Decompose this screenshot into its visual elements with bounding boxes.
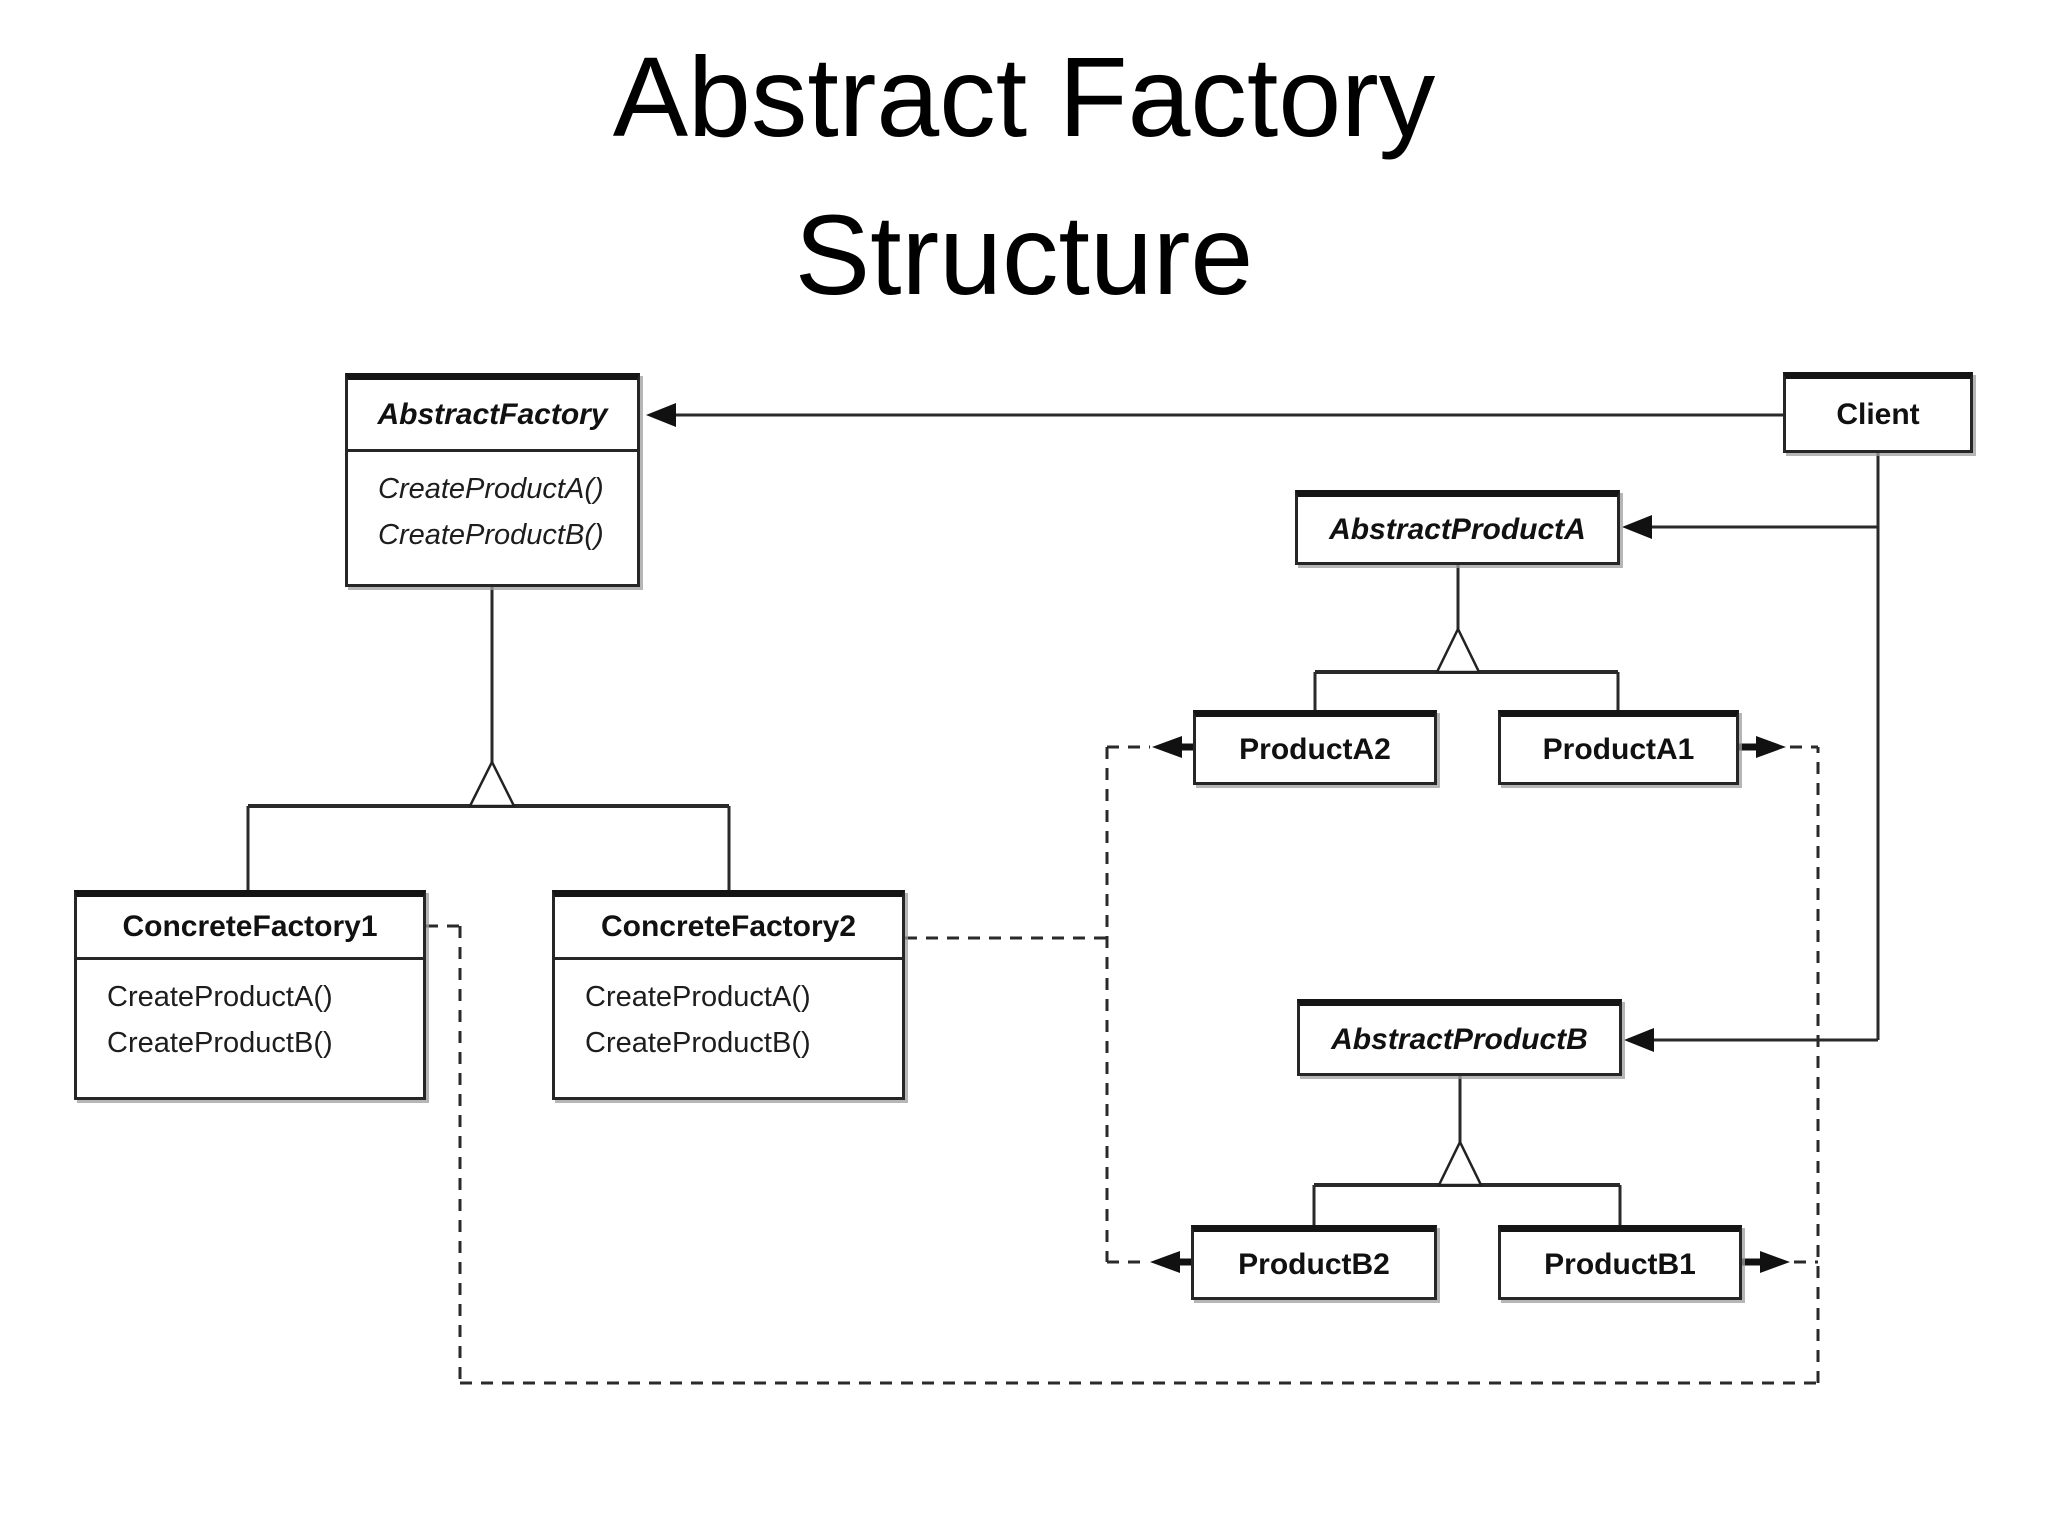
method: CreateProductA() [107,981,333,1013]
class-name: Client [1836,397,1920,431]
method: CreateProductB() [585,1027,811,1059]
creates-concretefactory1-path [426,736,1820,1385]
method: CreateProductA() [378,473,604,505]
method-list: CreateProductA() CreateProductB() [77,960,423,1066]
class-name: ProductB2 [1238,1247,1390,1281]
slide-title-line-2: Structure [794,192,1254,319]
inheritance-triangle-icon [1436,1139,1484,1187]
slide-title-line-1: Abstract Factory [612,34,1436,160]
class-name: ConcreteFactory2 [555,897,902,960]
inheritance-triangle-icon [467,759,517,808]
arrowhead-icon [1756,736,1786,758]
class-name: ConcreteFactory1 [77,897,423,960]
slide-title: Abstract Factory Structure [0,18,2048,334]
class-name: AbstractProductA [1329,512,1586,546]
class-name: ProductB1 [1544,1247,1696,1281]
class-box-product-b1: ProductB1 [1498,1225,1742,1300]
class-box-product-a1: ProductA1 [1498,710,1739,785]
class-name: AbstractProductB [1331,1022,1588,1056]
inheritance-abstractfactory [246,587,731,892]
class-name: AbstractFactory [348,380,637,452]
class-name: ProductA2 [1239,732,1391,766]
method: CreateProductB() [107,1027,333,1059]
arrowhead-icon [1150,1251,1180,1273]
method-list: CreateProductA() CreateProductB() [348,452,637,558]
arrowhead-icon [1624,1028,1654,1052]
arrowhead-icon [646,403,676,427]
class-box-concrete-factory-1: ConcreteFactory1 CreateProductA() Create… [74,890,426,1100]
method-list: CreateProductA() CreateProductB() [555,960,902,1066]
class-box-product-b2: ProductB2 [1191,1225,1437,1300]
arrowhead-icon [1622,515,1652,539]
method: CreateProductB() [378,519,604,551]
class-box-abstract-product-a: AbstractProductA [1295,490,1620,565]
class-box-abstract-product-b: AbstractProductB [1297,999,1622,1076]
inheritance-triangle-icon [1434,626,1482,674]
class-box-client: Client [1783,372,1973,453]
class-name: ProductA1 [1542,732,1695,766]
relation-client-abstractfactory [646,403,1783,427]
arrowhead-icon [1760,1251,1790,1273]
arrowhead-icon [1152,736,1182,758]
relation-client-abstractproducta [1622,515,1878,539]
relation-client-abstractproductb [1624,1028,1878,1052]
creates-concretefactory2-path [905,736,1195,1273]
class-box-product-a2: ProductA2 [1193,710,1437,785]
method: CreateProductA() [585,981,811,1013]
inheritance-abstractproductb [1312,1076,1622,1227]
class-box-concrete-factory-2: ConcreteFactory2 CreateProductA() Create… [552,890,905,1100]
class-box-abstract-factory: AbstractFactory CreateProductA() CreateP… [345,373,640,587]
inheritance-abstractproducta [1313,565,1620,712]
